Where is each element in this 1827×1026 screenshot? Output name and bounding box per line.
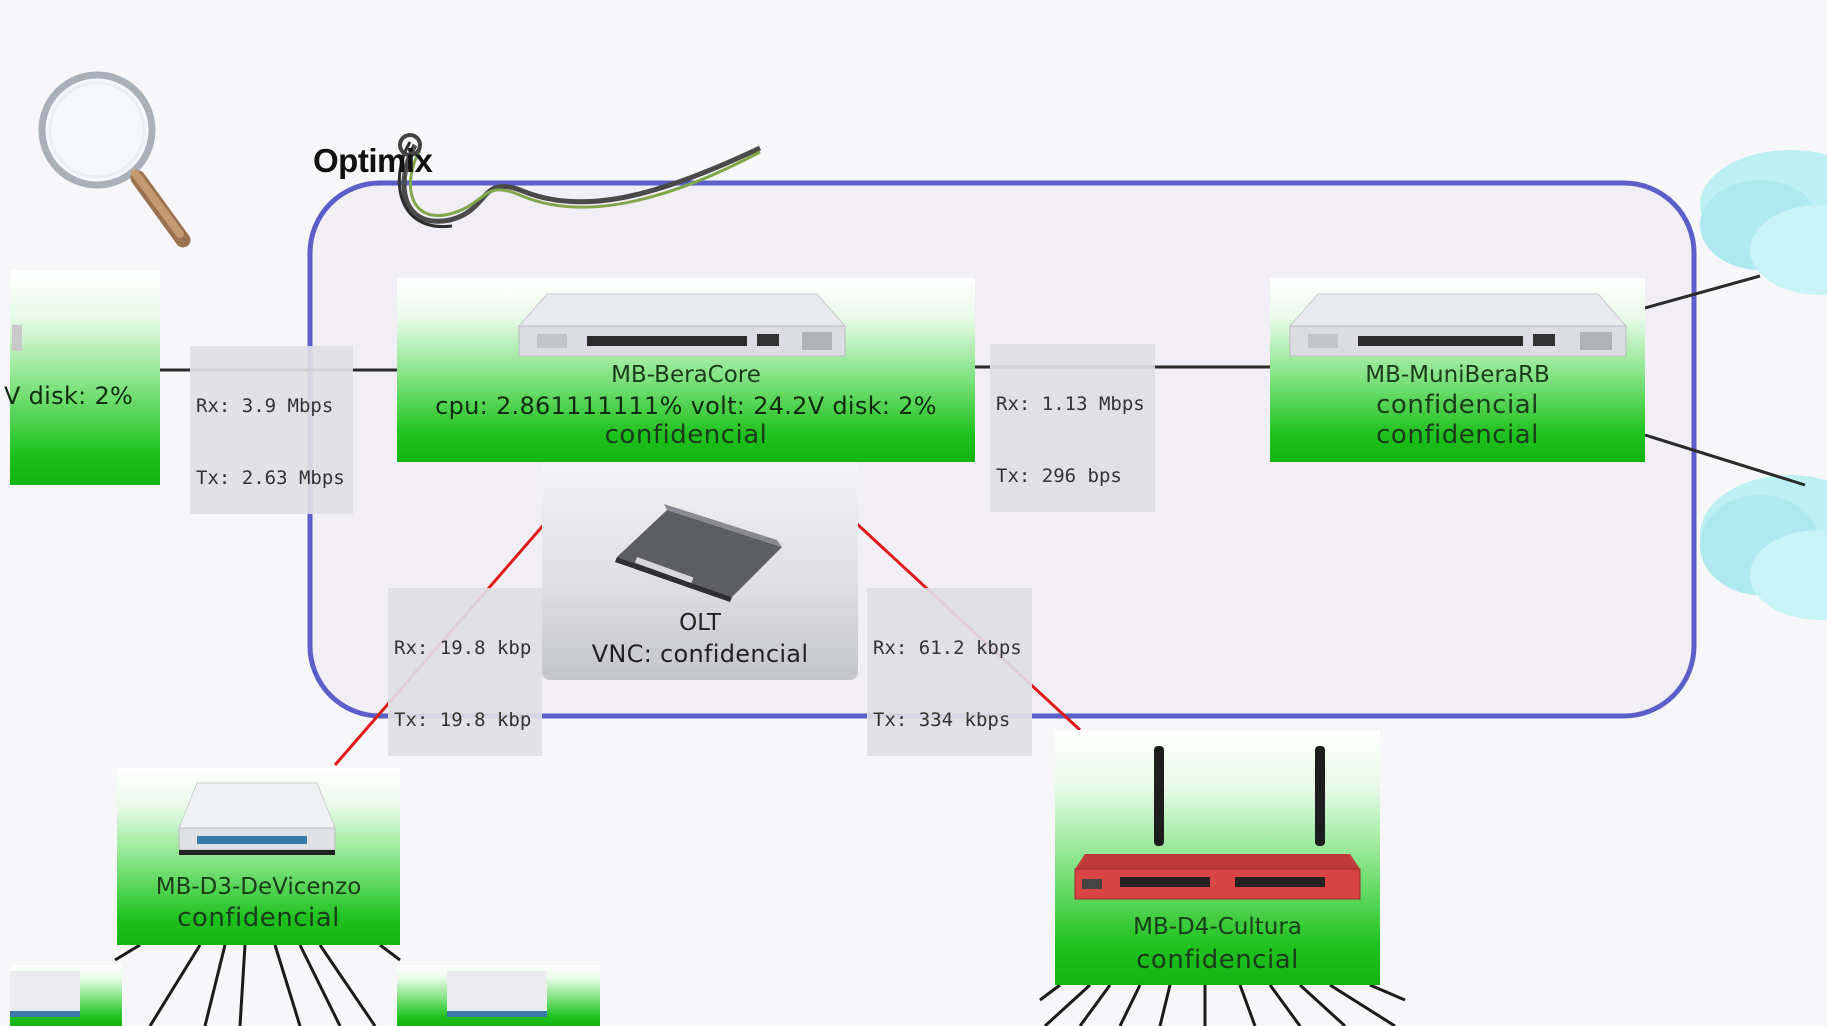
node-mb-d3-devicenzo[interactable]: MB-D3-DeVicenzo confidencial	[117, 768, 400, 945]
link-muni-cloud-2[interactable]	[1644, 433, 1806, 487]
node-info-1: confidencial	[1376, 390, 1539, 420]
node-name: MB-BeraCore	[611, 362, 761, 388]
link-tx: Tx: 2.63 Mbps	[196, 467, 345, 489]
router-icon	[447, 971, 547, 1017]
brand-name: Optimix	[313, 142, 433, 179]
node-ip: confidencial	[604, 420, 768, 450]
node-mb-d4-cultura[interactable]: MB-D4-Cultura confidencial	[1055, 730, 1380, 985]
node-left-partial[interactable]: V disk: 2%	[4, 270, 160, 485]
link-rx: Rx: 3.9 Mbps	[196, 395, 334, 417]
router-icon	[178, 782, 336, 855]
node-partial-bottom-mid[interactable]	[397, 965, 600, 1026]
link-tx: Tx: 334 kbps	[873, 709, 1011, 731]
node-ip: confidencial	[1136, 945, 1299, 975]
node-ip: confidencial	[177, 903, 340, 933]
node-name: MB-D4-Cultura	[1133, 914, 1302, 940]
optimix-logo	[397, 133, 762, 229]
cloud-icon	[1700, 475, 1827, 620]
link-muni-cloud-1[interactable]	[1644, 274, 1761, 310]
node-vnc: VNC: confidencial	[591, 640, 809, 668]
node-partial-bottom-left[interactable]	[10, 965, 122, 1026]
link-rx: Rx: 1.13 Mbps	[996, 393, 1145, 415]
node-mb-muniberarb[interactable]: MB-MuniBeraRB confidencial confidencial	[1270, 278, 1645, 462]
link-tx: Tx: 296 bps	[996, 465, 1122, 487]
magnifier-icon[interactable]	[38, 71, 191, 248]
node-stats: cpu: 2.861111111% volt: 24.2V disk: 2%	[435, 392, 937, 420]
cloud-icon	[1700, 150, 1827, 295]
link-label-core-d4: Rx: 61.2 kbps Tx: 334 kbps	[867, 588, 1032, 756]
link-rx: Rx: 19.8 kbp	[394, 637, 532, 659]
node-name: OLT	[679, 610, 721, 636]
router-rack-icon	[1288, 293, 1628, 357]
d3-downlinks	[114, 943, 401, 1026]
node-mb-beracore[interactable]: MB-BeraCore cpu: 2.861111111% volt: 24.2…	[397, 278, 975, 462]
router-antenna-icon	[1074, 746, 1361, 900]
node-name: MB-MuniBeraRB	[1365, 362, 1550, 388]
node-stats: V disk: 2%	[4, 382, 134, 410]
link-label-left-core: Rx: 3.9 Mbps Tx: 2.63 Mbps	[190, 346, 353, 514]
router-rack-icon	[517, 293, 847, 357]
node-name: MB-D3-DeVicenzo	[155, 874, 362, 900]
router-icon	[10, 971, 80, 1017]
node-info-2: confidencial	[1376, 420, 1539, 450]
node-olt[interactable]: OLT VNC: confidencial	[542, 462, 858, 680]
link-label-core-muni: Rx: 1.13 Mbps Tx: 296 bps	[990, 344, 1155, 512]
link-label-core-d3: Rx: 19.8 kbp Tx: 19.8 kbp	[388, 588, 542, 756]
device-port-icon	[12, 325, 22, 351]
d4-downlinks	[1039, 983, 1406, 1026]
link-rx: Rx: 61.2 kbps	[873, 637, 1022, 659]
olt-device-icon	[615, 504, 782, 602]
link-tx: Tx: 19.8 kbp	[394, 709, 532, 731]
